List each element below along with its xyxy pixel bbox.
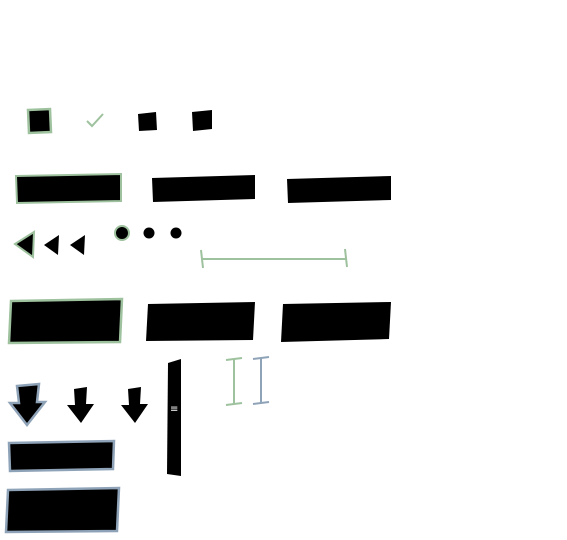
checkbox[interactable]	[137, 112, 159, 132]
handle-grip-icon: ≡	[170, 404, 179, 415]
down-arrow-icon[interactable]	[66, 387, 96, 425]
radio-selected[interactable]	[113, 224, 131, 242]
checkbox-selected[interactable]	[26, 107, 54, 136]
i-beam-blue-icon[interactable]	[250, 354, 272, 408]
down-arrow-icon[interactable]	[120, 387, 150, 425]
big-bar[interactable]	[281, 302, 392, 343]
big-bar-outlined-blue[interactable]	[4, 486, 121, 535]
range-bracket[interactable]	[198, 248, 352, 272]
bar-button[interactable]	[152, 175, 257, 203]
check-icon	[86, 113, 104, 128]
bar-outlined-blue[interactable]	[7, 439, 117, 474]
left-arrow-icon[interactable]	[43, 234, 61, 256]
left-arrow-selected-icon[interactable]	[13, 230, 37, 260]
vertical-handle[interactable]	[166, 358, 184, 478]
bar-button[interactable]	[287, 176, 393, 204]
checkbox[interactable]	[191, 110, 214, 132]
i-beam-green-icon[interactable]	[223, 355, 245, 409]
down-arrow-selected-icon[interactable]	[6, 382, 50, 428]
left-arrow-icon[interactable]	[69, 234, 87, 256]
big-bar[interactable]	[146, 302, 256, 342]
dot[interactable]	[169, 226, 183, 240]
dot[interactable]	[142, 226, 156, 240]
big-bar-selected[interactable]	[7, 297, 125, 346]
bar-button-selected[interactable]	[14, 172, 124, 206]
